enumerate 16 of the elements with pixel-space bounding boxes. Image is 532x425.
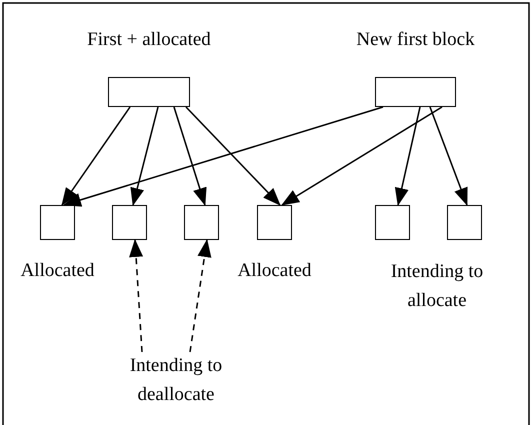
arrow [281,106,442,206]
arrow [173,106,207,206]
arrow [429,106,468,206]
arrow [185,106,281,206]
group-label: Intending to allocate [390,260,484,312]
arrow [61,106,131,206]
block-label: Allocated [236,260,312,282]
block-label: Allocated [20,260,96,282]
arrow [394,106,421,206]
dashed-arrow [189,239,212,352]
arrow [130,106,159,206]
dashed-arrow [129,239,144,352]
note-text: Intending to deallocate [121,352,231,408]
block-label: First + allocated [86,29,212,51]
block-label: New first block [355,29,476,51]
arrow [63,106,384,207]
